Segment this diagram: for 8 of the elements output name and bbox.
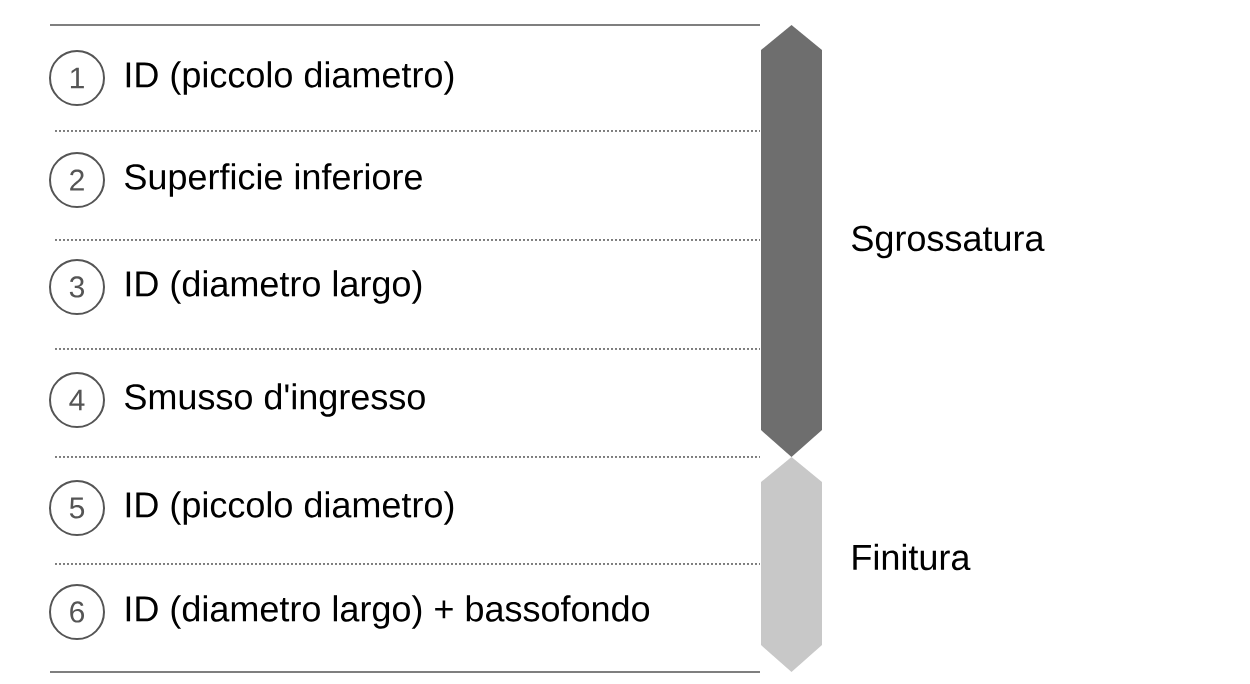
row-label: ID (diametro largo) + bassofondo (126, 595, 650, 629)
phase-label: Finitura (853, 543, 971, 571)
row-label: Smusso d'ingresso (125, 383, 425, 417)
row-label: Superficie inferiore (125, 163, 422, 197)
row-label: ID (diametro largo) (126, 270, 422, 304)
row-label: ID (piccolo diametro) (126, 491, 454, 525)
phase-label: Sgrossatura (852, 225, 1045, 259)
row-label: ID (piccolo diametro) (126, 61, 454, 95)
